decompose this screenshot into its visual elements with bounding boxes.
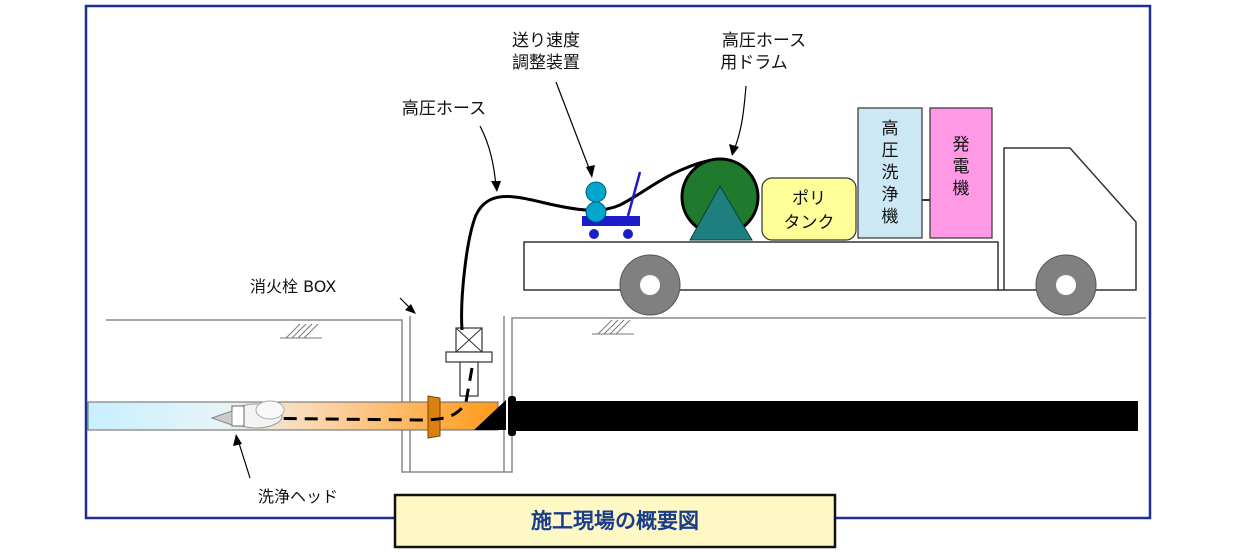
ground (106, 316, 1146, 473)
pipe-flange-right (508, 396, 516, 436)
washer-char-4: 浄 (882, 185, 899, 205)
hose-drum-label-line1: 高圧ホース (722, 31, 806, 51)
poly-tank: ポリ タンク (761, 177, 857, 241)
generator-char-3: 機 (953, 179, 970, 199)
washer-char-3: 洗 (882, 163, 899, 183)
generator-char-1: 発 (953, 135, 970, 155)
poly-tank-label-line2: タンク (784, 213, 835, 233)
truck (523, 147, 1137, 316)
washer-char-1: 高 (882, 119, 899, 139)
hose-in-pipe (235, 367, 474, 422)
leader-hydrant-box (399, 297, 416, 314)
hose-drum (680, 157, 760, 241)
generator: 発 電 機 (929, 107, 993, 239)
ground-hatch-right (592, 319, 634, 335)
hose-drum-label-line2: 用ドラム (720, 53, 788, 73)
pipe-cut-edge (474, 400, 506, 430)
washer-char-2: 圧 (882, 141, 899, 161)
pipe-black-section (514, 401, 1138, 431)
feed-speed-label-line1: 送り速度 (512, 31, 580, 51)
washer-char-5: 機 (882, 207, 899, 227)
high-pressure-hose (460, 158, 727, 331)
hydrant-box-label: 消火栓 BOX (250, 277, 336, 296)
feed-speed-device (582, 171, 642, 239)
leader-feed-speed (555, 81, 595, 178)
hydrant-box-fitting (445, 327, 493, 397)
poly-tank-label-line1: ポリ (792, 189, 826, 209)
leader-wash-head (233, 434, 251, 479)
feed-speed-label-line2: 調整装置 (512, 53, 580, 73)
wash-head-label: 洗浄ヘッド (258, 487, 338, 506)
generator-char-2: 電 (953, 157, 970, 177)
leader-high-pressure-hose (479, 125, 501, 192)
wash-head (210, 400, 285, 429)
pipe-guide-nozzle (427, 395, 441, 439)
high-pressure-washer: 高 圧 洗 浄 機 (857, 107, 923, 239)
high-pressure-hose-label: 高圧ホース (402, 99, 486, 119)
ground-hatch-left (280, 323, 322, 339)
leader-hose-drum (729, 85, 747, 156)
title-box: 施工現場の概要図 (393, 493, 837, 549)
diagram-title: 施工現場の概要図 (531, 509, 699, 533)
